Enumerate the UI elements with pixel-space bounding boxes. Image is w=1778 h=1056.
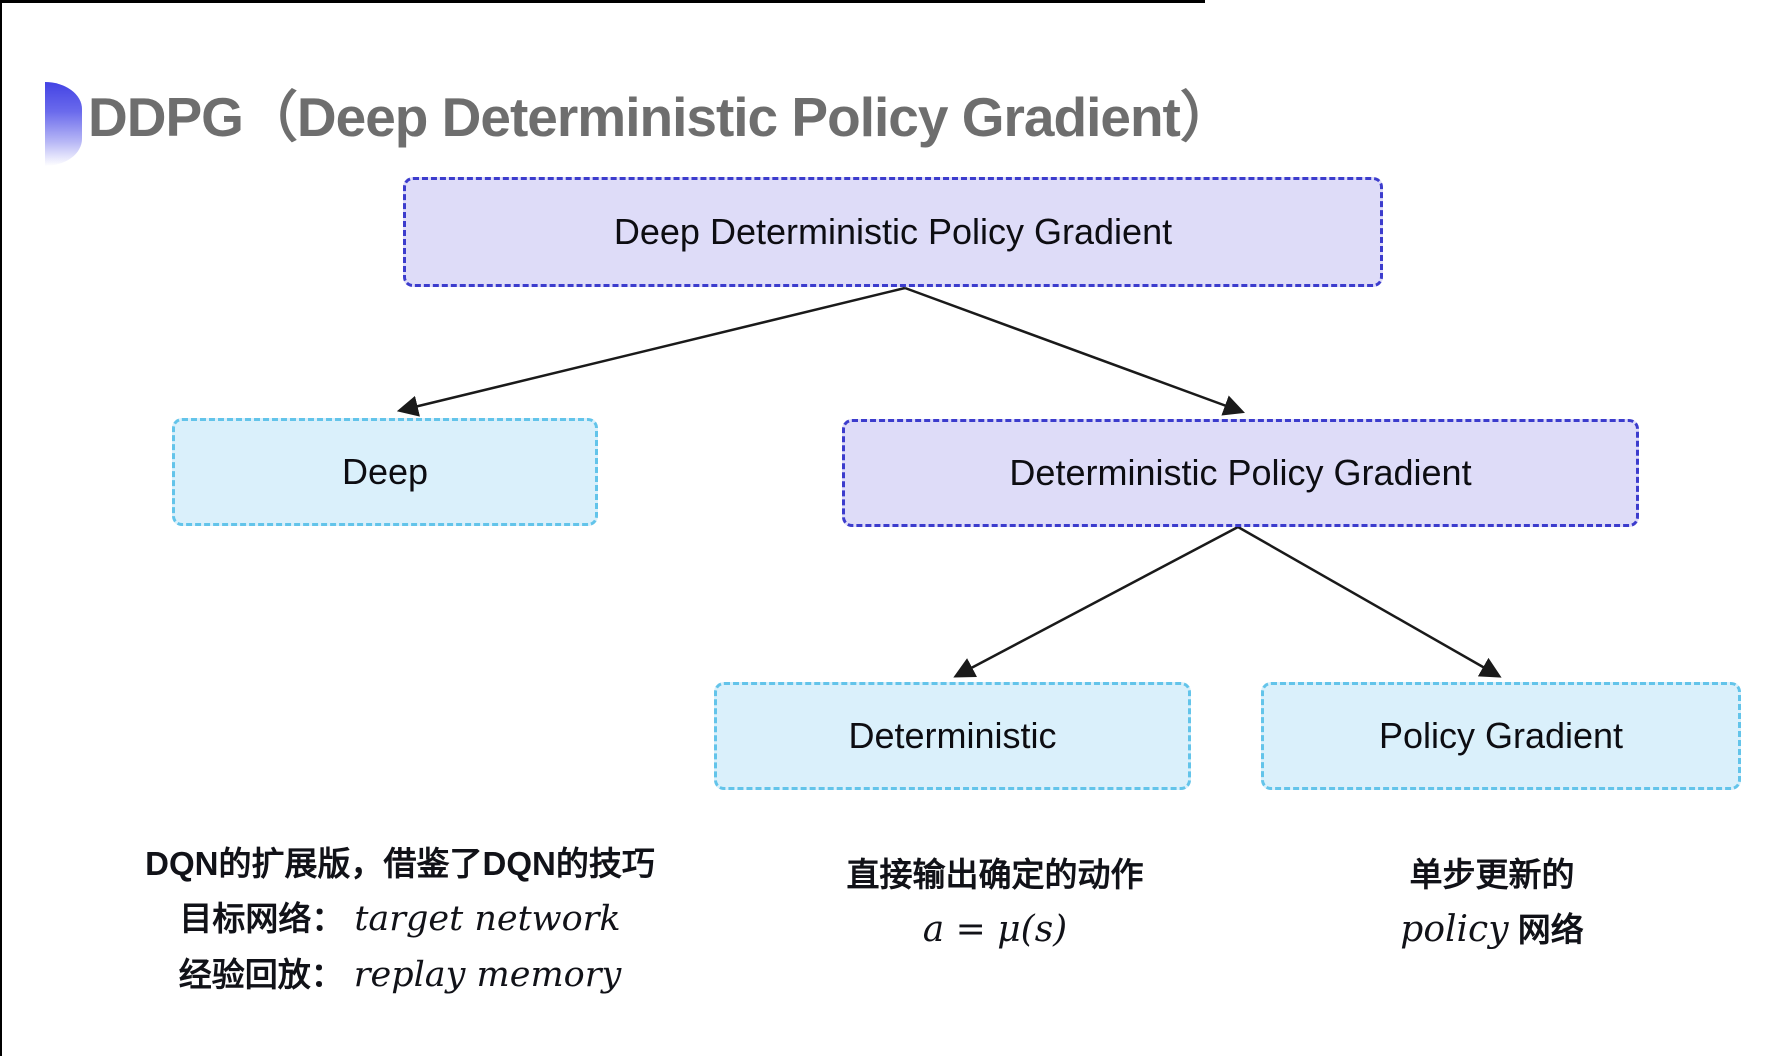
node-label: Deep bbox=[341, 451, 429, 492]
screen-left-border-line bbox=[0, 0, 2, 1056]
note-term-italic: policy bbox=[1400, 909, 1509, 950]
note-line: 直接输出确定的动作 bbox=[846, 856, 1144, 893]
screen-top-border-line bbox=[0, 0, 1205, 3]
arrow-root-to-deep bbox=[396, 286, 906, 417]
arrow-dpg-to-policy-gradient bbox=[1237, 525, 1502, 678]
note-term-italic: replay memory bbox=[353, 955, 622, 995]
node-label: Deep Deterministic Policy Gradient bbox=[613, 211, 1173, 252]
notes-deterministic: 直接输出确定的动作 a = μ(s) bbox=[745, 847, 1245, 957]
notes-policy-gradient: 单步更新的 policy 网络 bbox=[1242, 847, 1742, 957]
node-deep-deterministic-policy-gradient: Deep Deterministic Policy Gradient bbox=[403, 177, 1383, 287]
node-policy-gradient: Policy Gradient bbox=[1261, 682, 1741, 790]
page-title: DDPG（Deep Deterministic Policy Gradient） bbox=[88, 86, 1235, 148]
arrow-root-to-dpg bbox=[904, 286, 1245, 416]
node-deep: Deep bbox=[172, 418, 598, 526]
formula-a-equals-mu-s: a = μ(s) bbox=[922, 909, 1068, 950]
node-label: Deterministic Policy Gradient bbox=[1009, 452, 1472, 493]
node-label: Policy Gradient bbox=[1378, 715, 1624, 756]
note-line: 单步更新的 bbox=[1409, 856, 1575, 893]
bullet-semicircle-icon bbox=[45, 82, 82, 166]
notes-deep: DQN的扩展版，借鉴了DQN的技巧 目标网络：target network 经验… bbox=[100, 836, 700, 1003]
node-deterministic-policy-gradient: Deterministic Policy Gradient bbox=[842, 419, 1639, 527]
note-term-italic: target network bbox=[354, 899, 621, 939]
note-line: a = μ(s) bbox=[745, 902, 1245, 957]
note-line: policy 网络 bbox=[1400, 909, 1584, 950]
arrow-dpg-to-deterministic bbox=[953, 525, 1239, 678]
note-line: DQN的扩展版，借鉴了DQN的技巧 bbox=[145, 845, 655, 882]
node-deterministic: Deterministic bbox=[714, 682, 1191, 790]
node-label: Deterministic bbox=[848, 715, 1057, 756]
note-line: 经验回放：replay memory bbox=[178, 955, 622, 995]
note-line: 目标网络：target network bbox=[179, 899, 621, 939]
